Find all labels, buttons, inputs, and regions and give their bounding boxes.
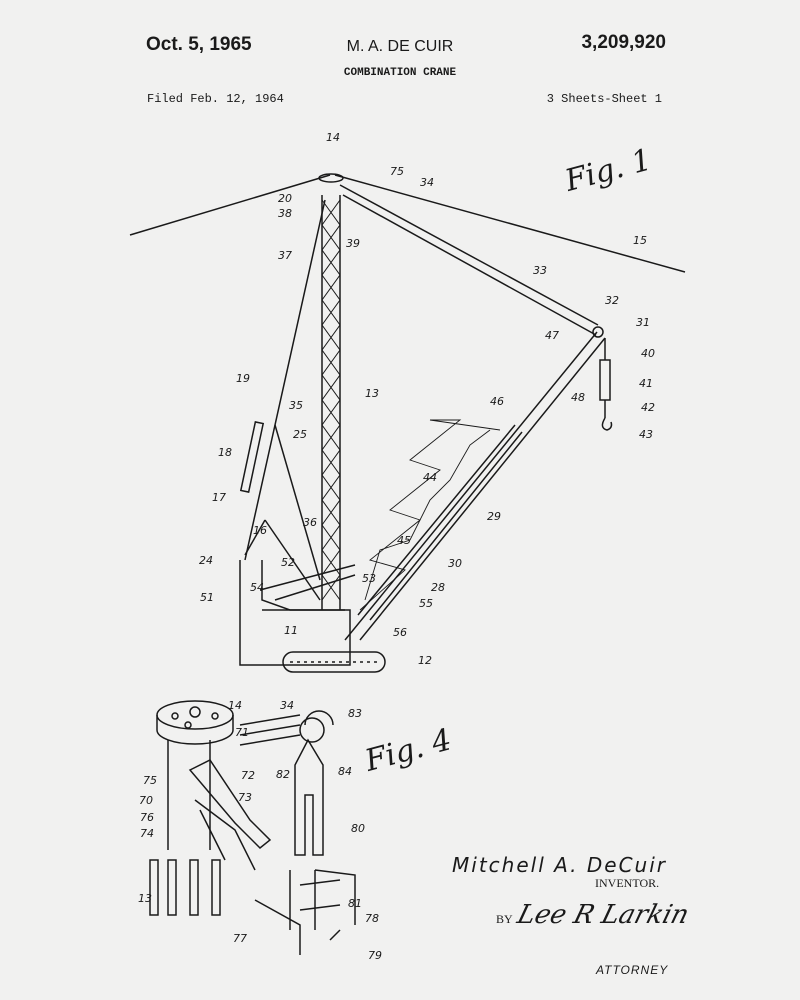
patent-title: COMBINATION CRANE [343,67,457,79]
ref-numeral: 14 [228,699,242,712]
ref-numeral: 30 [448,557,462,570]
ref-numeral: 15 [633,234,647,247]
ref-numeral: 34 [280,699,294,712]
ref-numeral: 42 [641,401,655,414]
inventor-caption: INVENTOR. [595,876,660,890]
ref-numeral: 46 [490,395,504,408]
ref-numeral: 40 [641,347,655,360]
ref-numeral: 54 [250,581,264,594]
ref-numeral: 55 [419,597,433,610]
ref-numeral: 37 [278,249,292,262]
ref-numeral: 79 [368,949,382,962]
by-label: BY [496,912,513,926]
ref-numeral: 14 [326,131,340,144]
ref-numeral: 33 [533,264,547,277]
ref-numeral: 25 [293,428,307,441]
ref-numeral: 19 [236,372,250,385]
fig4-reference-numerals: 14 34 83 71 82 84 72 75 73 70 76 74 80 1… [138,699,382,962]
ref-numeral: 78 [365,912,379,925]
ref-numeral: 35 [289,399,303,412]
patent-date: Oct. 5, 1965 [146,34,252,55]
ref-numeral: 72 [241,769,255,782]
fig4-label: Fig. 4 [360,722,455,779]
ref-numeral: 81 [348,897,362,910]
inventor-heading: M. A. DE CUIR [346,38,454,55]
attorney-signature: Lee R Larkin [513,900,693,930]
ref-numeral: 45 [397,534,411,547]
ref-numeral: 75 [390,165,404,178]
ref-numeral: 74 [140,827,154,840]
ref-numeral: 20 [278,192,292,205]
ref-numeral: 75 [143,774,157,787]
ref-numeral: 80 [351,822,365,835]
ref-numeral: 16 [253,524,267,537]
ref-numeral: 32 [605,294,619,307]
ref-numeral: 77 [233,932,247,945]
ref-numeral: 43 [639,428,653,441]
ref-numeral: 18 [218,446,232,459]
ref-numeral: 76 [140,811,154,824]
ref-numeral: 83 [348,707,362,720]
ref-numeral: 38 [278,207,292,220]
patent-number: 3,209,920 [581,32,666,53]
ref-numeral: 39 [346,237,360,250]
ref-numeral: 84 [338,765,352,778]
fig1-label: Fig. 1 [560,142,655,199]
ref-numeral: 12 [418,654,432,667]
ref-numeral: 53 [362,572,376,585]
inventor-signature: Mitchell A. DeCuir [452,853,667,877]
fig1-reference-numerals: 14 75 34 20 38 39 37 15 33 32 31 47 40 4… [199,131,655,667]
ref-numeral: 36 [303,516,317,529]
ref-numeral: 28 [431,581,445,594]
ref-numeral: 47 [545,329,559,342]
ref-numeral: 48 [571,391,585,404]
ref-numeral: 56 [393,626,407,639]
ref-numeral: 11 [284,624,298,637]
ref-numeral: 31 [636,316,650,329]
ref-numeral: 52 [281,556,295,569]
ref-numeral: 13 [138,892,152,905]
sheet-count: 3 Sheets-Sheet 1 [546,92,662,106]
ref-numeral: 70 [139,794,153,807]
attorney-caption: ATTORNEY [596,963,669,977]
ref-numeral: 41 [639,377,653,390]
fig4-mast-head [149,700,356,955]
ref-numeral: 13 [365,387,379,400]
ref-numeral: 34 [420,176,434,189]
fig1-crane [129,173,686,673]
ref-numeral: 82 [276,768,290,781]
ref-numeral: 17 [212,491,226,504]
ref-numeral: 51 [200,591,214,604]
ref-numeral: 73 [238,791,252,804]
filed-date: Filed Feb. 12, 1964 [147,92,284,106]
ref-numeral: 29 [487,510,501,523]
ref-numeral: 24 [199,554,213,567]
ref-numeral: 44 [423,471,437,484]
ref-numeral: 71 [235,726,249,739]
